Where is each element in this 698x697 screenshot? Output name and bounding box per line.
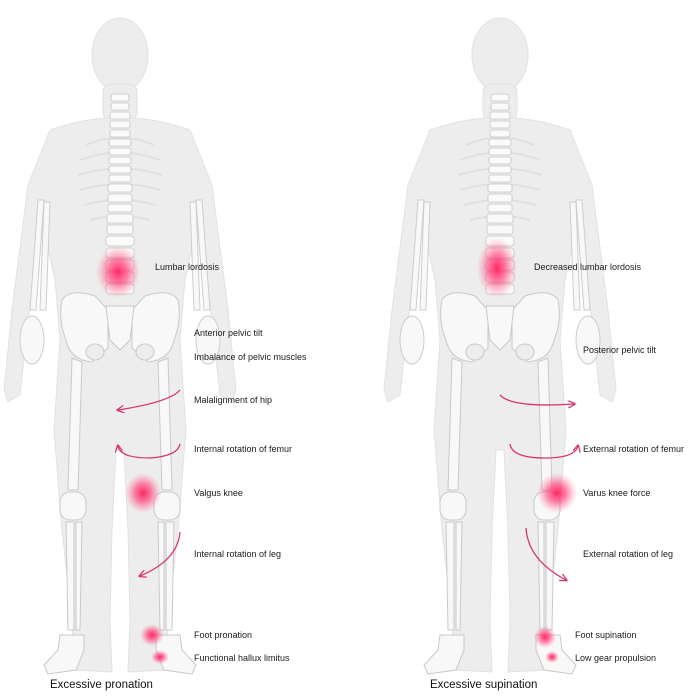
highlight-heel-right: [545, 651, 559, 663]
figure-pronation: [4, 18, 236, 674]
label-internal-rotation-femur: Internal rotation of femur: [194, 444, 292, 455]
label-valgus-knee: Valgus knee: [194, 488, 243, 499]
label-low-gear-propulsion: Low gear propulsion: [575, 653, 656, 664]
label-malalignment-hip: Malalignment of hip: [194, 395, 272, 406]
highlight-knee-left: [125, 473, 161, 513]
label-foot-pronation: Foot pronation: [194, 630, 252, 641]
label-foot-supination: Foot supination: [575, 630, 637, 641]
label-varus-knee-force: Varus knee force: [583, 488, 650, 499]
caption-pronation: Excessive pronation: [50, 679, 153, 691]
label-decreased-lumbar-lordosis: Decreased lumbar lordosis: [534, 262, 641, 273]
label-internal-rotation-leg: Internal rotation of leg: [194, 549, 281, 560]
highlight-hallux-left: [151, 650, 169, 664]
label-imbalance-pelvic-muscles: Imbalance of pelvic muscles: [194, 352, 307, 363]
highlight-lumbar-left: [96, 246, 140, 298]
label-external-rotation-femur: External rotation of femur: [583, 444, 698, 455]
highlight-foot-right: [534, 626, 556, 648]
label-lumbar-lordosis: Lumbar lordosis: [155, 262, 219, 273]
label-functional-hallux-limitus: Functional hallux limitus: [194, 653, 290, 664]
caption-supination: Excessive supination: [430, 679, 537, 691]
label-anterior-pelvic-tilt: Anterior pelvic tilt: [194, 328, 263, 339]
highlight-lumbar-right: [477, 238, 517, 298]
label-posterior-pelvic-tilt: Posterior pelvic tilt: [583, 345, 656, 356]
highlight-foot-left: [140, 624, 164, 646]
figure-supination: [384, 18, 616, 674]
highlight-knee-right: [537, 473, 577, 513]
label-external-rotation-leg: External rotation of leg: [583, 549, 673, 560]
